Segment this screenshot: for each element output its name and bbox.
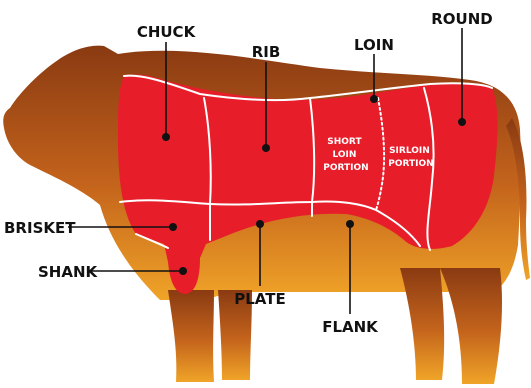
shank-dot (179, 267, 187, 275)
round-dot (458, 118, 466, 126)
plate-label: PLATE (234, 290, 285, 308)
brisket-dot (169, 223, 177, 231)
flank-dot (346, 220, 354, 228)
chuck-dot (162, 133, 170, 141)
back-leg-near (440, 268, 502, 384)
round-label: ROUND (431, 10, 493, 28)
rib-dot (262, 144, 270, 152)
brisket-label: BRISKET (4, 219, 76, 237)
flank-label: FLANK (322, 318, 379, 336)
front-leg-near (168, 290, 214, 382)
back-leg-far (400, 268, 444, 380)
plate-dot (256, 220, 264, 228)
short-loin-line-2: LOIN (332, 150, 356, 160)
sirloin-line-1: SIRLOIN (389, 146, 430, 156)
chuck-label: CHUCK (137, 23, 197, 41)
loin-dot (370, 95, 378, 103)
short-loin-line-1: SHORT (327, 137, 362, 147)
loin-label: LOIN (354, 36, 394, 54)
sirloin-line-2: PORTION (388, 159, 433, 169)
shank-label: SHANK (38, 263, 99, 281)
short-loin-line-3: PORTION (323, 163, 368, 173)
rib-label: RIB (252, 43, 281, 61)
